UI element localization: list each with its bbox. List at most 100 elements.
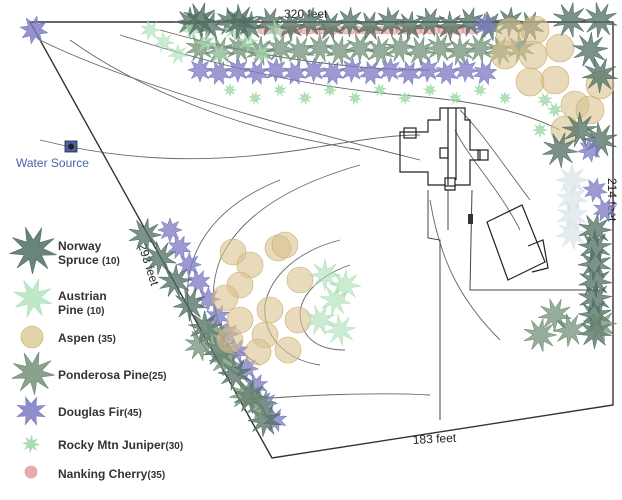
austrian-pine-mark: [237, 31, 259, 54]
rocky-mtn-juniper-mark: [373, 83, 387, 97]
austrian-pine-mark: [208, 43, 231, 66]
ponderosa-pine-mark: [364, 36, 395, 66]
rocky-mtn-juniper-mark: [422, 82, 438, 98]
aspen-mark: [244, 338, 272, 366]
douglas-fir-mark: [301, 57, 327, 83]
rocky-mtn-juniper-mark: [297, 90, 313, 106]
ponderosa-pine-mark: [385, 32, 415, 63]
austrian-pine-mark: [324, 314, 356, 346]
aspen-mark: [545, 33, 575, 63]
ponderosa-pine-mark: [465, 33, 496, 63]
aspen-icon: [20, 325, 44, 349]
norway-spruce-mark: [582, 57, 618, 94]
norway-spruce-mark: [581, 122, 618, 158]
douglas-fir-mark: [282, 60, 308, 86]
norway-spruce-mark: [128, 218, 163, 252]
norway-spruce-mark: [562, 111, 598, 148]
ponderosa-pine-mark: [405, 36, 435, 67]
douglas-fir-mark: [592, 197, 618, 223]
norway-spruce-mark: [542, 132, 578, 169]
ponderosa-pine-mark: [325, 36, 356, 66]
douglas-fir-icon: [16, 396, 46, 426]
rocky-mtn-juniper-mark: [248, 91, 262, 105]
norway-spruce-mark: [315, 11, 345, 41]
douglas-fir-mark: [434, 60, 460, 86]
austrian-pine-mark: [554, 162, 590, 198]
douglas-fir-mark: [187, 57, 213, 83]
rocky-mtn-juniper-mark: [273, 83, 287, 97]
norway-spruce-mark: [334, 6, 366, 38]
douglas-fir-mark: [263, 57, 289, 83]
douglas-fir-mark: [472, 12, 498, 38]
ponderosa-pine-icon: [11, 351, 55, 395]
austrian-pine-icon: [13, 278, 53, 318]
ponderosa-pine-mark: [552, 313, 587, 348]
rocky-mtn-juniper-mark: [222, 82, 238, 98]
water-source-icon: [64, 140, 78, 153]
rocky-mtn-juniper-mark: [531, 121, 549, 139]
aspen-mark: [271, 231, 299, 259]
aspen-mark: [515, 67, 545, 97]
norway-spruce-mark: [578, 213, 613, 247]
aspen-mark: [490, 40, 520, 70]
douglas-fir-mark: [472, 60, 498, 86]
norway-spruce-mark: [142, 241, 177, 276]
ponderosa-pine-mark: [583, 308, 617, 342]
rocky-mtn-juniper-mark: [498, 91, 512, 105]
garage: [486, 204, 549, 281]
norway-spruce-mark: [578, 281, 612, 315]
aspen-mark: [575, 95, 605, 125]
legend-icons: [9, 227, 57, 479]
aspen-mark: [518, 40, 548, 70]
rocky-mtn-juniper-mark: [537, 92, 553, 108]
ponderosa-pine-mark: [265, 33, 295, 64]
rocky-mtn-juniper-mark: [348, 91, 362, 105]
douglas-fir-mark: [415, 57, 441, 83]
douglas-fir-mark: [396, 60, 422, 86]
aspen-mark: [520, 15, 550, 45]
douglas-fir-mark: [244, 60, 270, 86]
douglas-fir-mark: [453, 57, 479, 83]
water-source-label: Water Source: [16, 156, 89, 170]
austrian-pine-mark: [265, 19, 288, 41]
rocky-mtn-juniper-mark: [398, 91, 412, 105]
norway-spruce-mark: [158, 264, 192, 298]
austrian-pine-mark: [167, 42, 189, 65]
nanking-cherry-icon: [24, 465, 38, 479]
douglas-fir-mark: [377, 57, 403, 83]
rocky-mtn-juniper-mark: [472, 82, 488, 98]
structure-mark: [468, 214, 473, 224]
ponderosa-pine-mark: [424, 33, 455, 64]
rocky-mtn-juniper-mark: [448, 91, 462, 105]
aspen-mark: [216, 326, 244, 354]
norway-spruce-mark: [552, 2, 589, 38]
rocky-mtn-juniper-icon: [21, 434, 41, 454]
rocky-mtn-juniper-mark: [547, 102, 563, 118]
norway-spruce-mark: [295, 7, 325, 37]
austrian-pine-mark: [139, 19, 162, 41]
norway-spruce-mark: [247, 403, 282, 438]
bottom-dimension: 183 feet: [412, 431, 457, 447]
douglas-fir-mark: [19, 15, 49, 45]
douglas-fir-mark: [176, 251, 202, 278]
norway-spruce-mark: [455, 7, 485, 37]
austrian-pine-mark: [328, 268, 362, 302]
douglas-fir-mark: [577, 137, 603, 163]
norway-spruce-mark: [355, 11, 385, 41]
norway-spruce-mark: [173, 288, 207, 322]
douglas-fir-mark: [358, 60, 384, 86]
ponderosa-pine-mark: [284, 36, 315, 67]
douglas-fir-mark: [225, 57, 251, 83]
house: [399, 107, 489, 191]
austrian-pine-mark: [153, 30, 176, 53]
ponderosa-pine-mark: [523, 318, 558, 352]
norway-spruce-mark: [578, 229, 612, 264]
austrian-pine-mark: [304, 304, 336, 336]
norway-spruce-icon: [9, 227, 57, 275]
aspen-mark: [256, 296, 284, 324]
tree-plantings: [19, 2, 618, 438]
norway-spruce-mark: [221, 4, 258, 40]
norway-spruce-mark: [415, 7, 445, 37]
ponderosa-pine-mark: [345, 33, 375, 64]
